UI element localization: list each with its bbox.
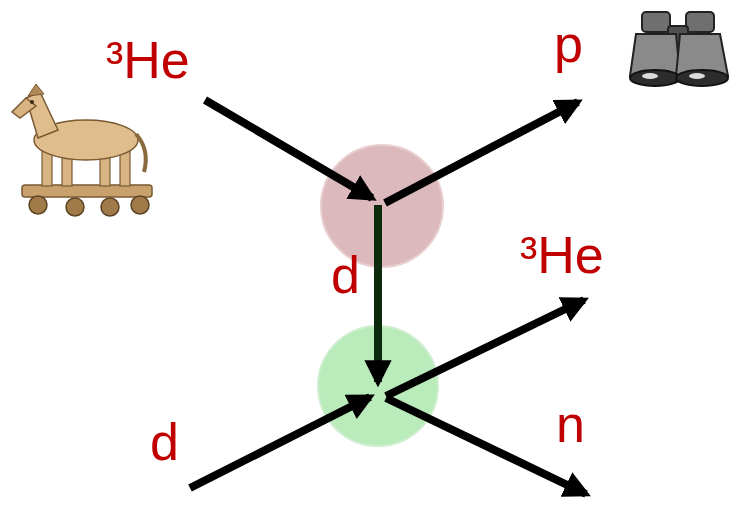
arrow — [374, 205, 382, 382]
arrow — [386, 300, 584, 396]
particle-label: ³He — [520, 229, 604, 281]
particle-label: ³He — [106, 34, 190, 86]
particle-label: n — [556, 398, 585, 450]
particle-label: p — [554, 18, 583, 70]
trojan-horse-icon — [12, 84, 152, 216]
arrow — [385, 102, 578, 203]
exchanged-particle-label: d — [331, 249, 360, 301]
particle-label: d — [150, 416, 179, 468]
binoculars-icon — [630, 12, 728, 86]
arrow — [205, 100, 372, 198]
arrow — [386, 398, 586, 494]
arrow — [190, 397, 370, 488]
